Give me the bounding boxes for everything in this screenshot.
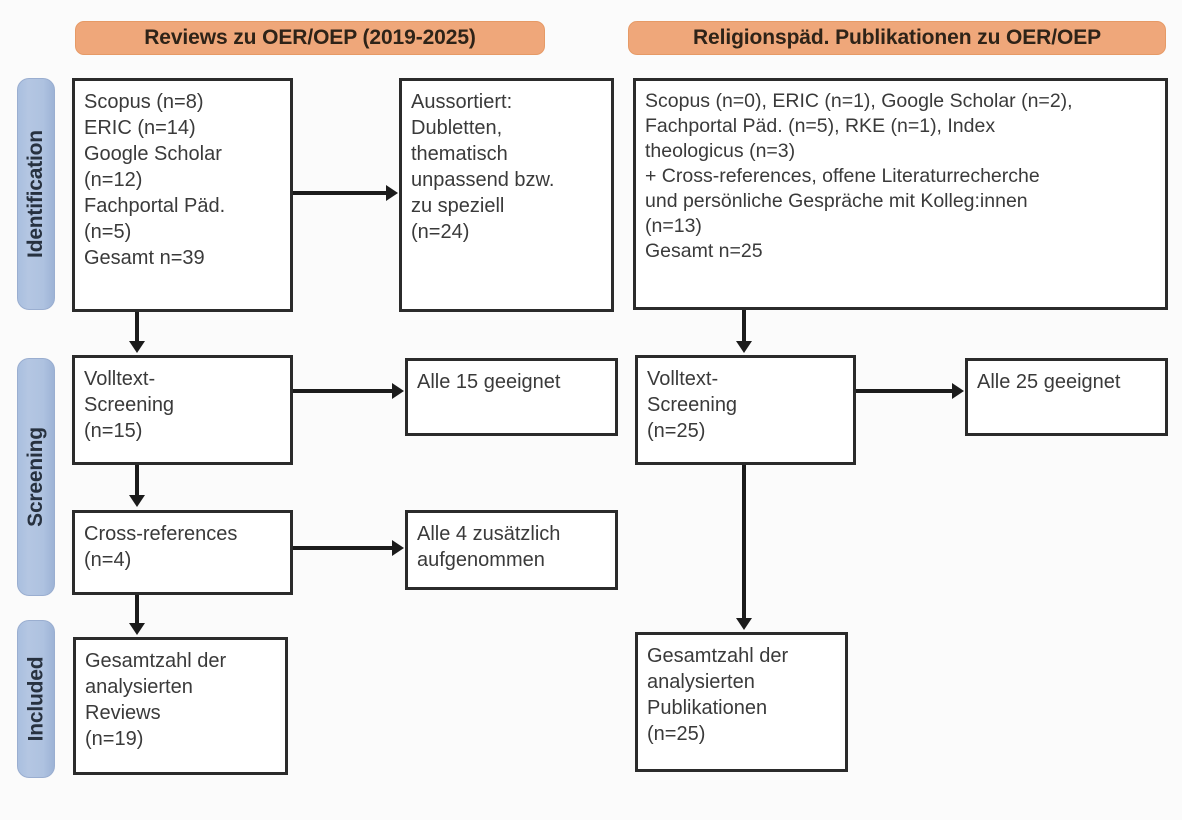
phase-label-screening: Screening — [24, 427, 48, 527]
connector-left-fulltext-to-eligible — [293, 389, 393, 393]
connector-left-crossrefs-to-included — [135, 595, 139, 625]
arrowhead-left-crossrefs-to-included — [129, 623, 145, 635]
box-left-included-total: Gesamtzahl der analysierten Reviews (n=1… — [73, 637, 288, 775]
box-left-identification-excluded: Aussortiert: Dubletten, thematisch unpas… — [399, 78, 614, 312]
column-header-left: Reviews zu OER/OEP (2019-2025) — [75, 21, 545, 55]
connector-left-crossrefs-to-added — [293, 546, 393, 550]
connector-right-fulltext-to-eligible — [856, 389, 953, 393]
box-left-screening-eligible: Alle 15 geeignet — [405, 358, 618, 436]
connector-left-sources-to-excluded — [293, 191, 387, 195]
arrowhead-left-fulltext-to-crossrefs — [129, 495, 145, 507]
phase-bar-screening: Screening — [17, 358, 55, 596]
arrowhead-right-sources-to-fulltext — [736, 341, 752, 353]
arrowhead-left-sources-to-fulltext — [129, 341, 145, 353]
arrowhead-right-fulltext-to-included — [736, 618, 752, 630]
box-right-identification-sources: Scopus (n=0), ERIC (n=1), Google Scholar… — [633, 78, 1168, 310]
box-right-screening-fulltext: Volltext- Screening (n=25) — [635, 355, 856, 465]
arrowhead-left-sources-to-excluded — [386, 185, 398, 201]
connector-right-sources-to-fulltext — [742, 310, 746, 343]
box-right-screening-eligible: Alle 25 geeignet — [965, 358, 1168, 436]
phase-bar-identification: Identification — [17, 78, 55, 310]
connector-left-sources-to-fulltext — [135, 312, 139, 343]
arrowhead-left-crossrefs-to-added — [392, 540, 404, 556]
box-left-screening-crossrefs-added: Alle 4 zusätzlich aufgenommen — [405, 510, 618, 590]
connector-right-fulltext-to-included — [742, 465, 746, 620]
box-right-included-total: Gesamtzahl der analysierten Publikatione… — [635, 632, 848, 772]
box-left-identification-sources: Scopus (n=8) ERIC (n=14) Google Scholar … — [72, 78, 293, 312]
arrowhead-left-fulltext-to-eligible — [392, 383, 404, 399]
phase-label-included: Included — [24, 656, 47, 742]
phase-label-identification: Identification — [24, 130, 47, 258]
connector-left-fulltext-to-crossrefs — [135, 465, 139, 497]
box-left-screening-fulltext: Volltext- Screening (n=15) — [72, 355, 293, 465]
column-header-right: Religionspäd. Publikationen zu OER/OEP — [628, 21, 1166, 55]
phase-bar-included: Included — [17, 620, 55, 778]
box-left-screening-crossrefs: Cross-references (n=4) — [72, 510, 293, 595]
arrowhead-right-fulltext-to-eligible — [952, 383, 964, 399]
